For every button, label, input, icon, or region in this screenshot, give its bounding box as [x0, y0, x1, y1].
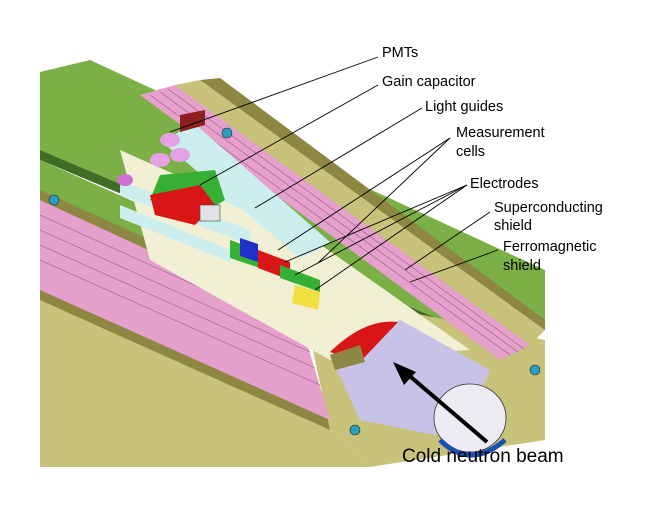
shield-edge-bands	[200, 78, 545, 330]
bolts	[48, 127, 541, 436]
beam-arrow	[393, 362, 489, 444]
label-ferromagnetic-shield-line1: Ferromagnetic	[503, 239, 596, 255]
measurement-cells	[180, 110, 320, 310]
label-cold-neutron-beam: Cold neutron beam	[402, 446, 564, 467]
label-light-guides: Light guides	[425, 99, 503, 115]
leader-lines	[169, 56, 499, 291]
pmt-tubes	[117, 133, 190, 186]
label-measurement-cells-line1: Measurement	[456, 125, 545, 141]
label-measurement-cells-line2: cells	[456, 144, 485, 160]
label-pmts: PMTs	[382, 45, 418, 61]
gain-capacitor	[150, 170, 225, 225]
label-gain-capacitor: Gain capacitor	[382, 74, 476, 90]
label-ferromagnetic-shield-line2: shield	[503, 258, 541, 274]
label-superconducting-shield-line2: shield	[494, 218, 532, 234]
labels: PMTs Gain capacitor Light guides Measure…	[382, 45, 603, 467]
label-electrodes: Electrodes	[470, 176, 539, 192]
label-superconducting-shield-line1: Superconducting	[494, 200, 603, 216]
